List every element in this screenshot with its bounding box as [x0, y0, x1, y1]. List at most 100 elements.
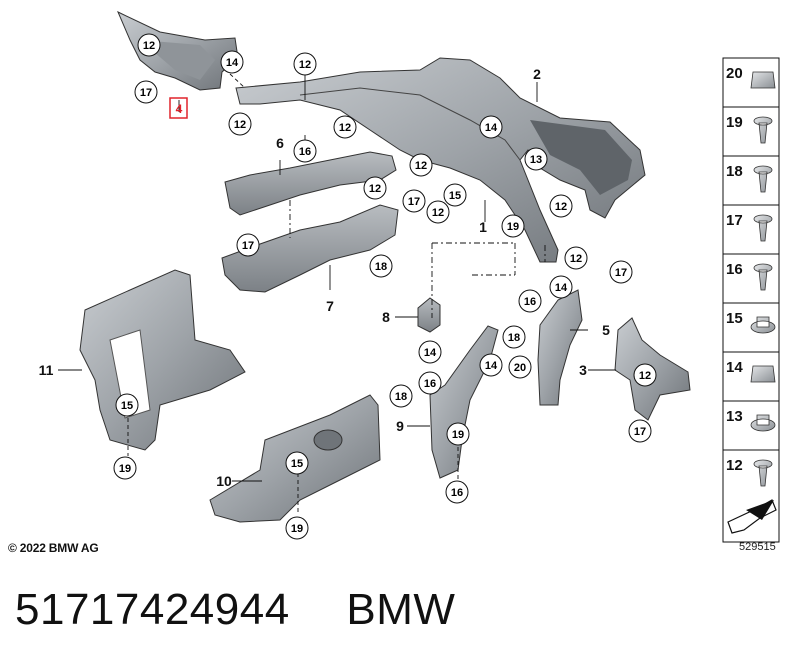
callout-c12g: 12 — [426, 200, 450, 224]
svg-text:18: 18 — [508, 332, 520, 344]
svg-text:4: 4 — [176, 102, 183, 116]
legend-number: 15 — [726, 310, 743, 327]
svg-text:12: 12 — [234, 119, 246, 131]
callout-c19a: 19 — [501, 214, 525, 238]
callout-c19c: 19 — [113, 456, 137, 480]
legend-row-14: 14 — [723, 351, 779, 383]
callout-c15a: 15 — [443, 183, 467, 207]
plug-rivet-icon — [753, 263, 773, 291]
part-label-2: 2 — [533, 66, 541, 82]
callout-c19d: 19 — [285, 516, 309, 540]
callout-c20: 20 — [508, 355, 532, 379]
legend-row-12: 12 — [723, 449, 779, 487]
callout-c17d: 17 — [609, 260, 633, 284]
leader-lines — [58, 73, 616, 512]
legend-row-15: 15 — [723, 302, 779, 334]
callout-c12c: 12 — [228, 112, 252, 136]
legend-row-18: 18 — [723, 155, 779, 193]
callout-c12d: 12 — [333, 115, 357, 139]
svg-text:17: 17 — [140, 87, 152, 99]
push-nut-icon — [750, 316, 776, 334]
part-label-7: 7 — [326, 298, 334, 314]
legend-number: 19 — [726, 114, 743, 131]
svg-text:15: 15 — [449, 190, 461, 202]
part-label-8: 8 — [382, 309, 390, 325]
svg-text:14: 14 — [424, 347, 437, 359]
tree-rivet-icon — [753, 116, 773, 144]
svg-text:17: 17 — [615, 267, 627, 279]
callout-c18b: 18 — [502, 325, 526, 349]
legend-number: 18 — [726, 163, 743, 180]
legend-number: 12 — [726, 457, 743, 474]
part-label-3: 3 — [579, 362, 587, 378]
clip-nut-icon — [750, 71, 776, 89]
legend-row-13: 13 — [723, 400, 779, 432]
svg-text:14: 14 — [226, 57, 239, 69]
part-7-shape — [221, 204, 399, 293]
copyright-text: © 2022 BMW AG — [8, 541, 99, 555]
svg-text:12: 12 — [555, 201, 567, 213]
part-label-10: 10 — [216, 473, 232, 489]
legend-row-20: 20 — [726, 65, 776, 89]
svg-text:15: 15 — [291, 458, 303, 470]
callout-c17e: 17 — [628, 419, 652, 443]
part-4-shape — [117, 10, 239, 91]
sheet-nut-icon — [750, 365, 776, 383]
callout-c13: 13 — [524, 147, 548, 171]
svg-text:14: 14 — [485, 360, 498, 372]
svg-text:19: 19 — [452, 429, 464, 441]
svg-text:16: 16 — [524, 296, 536, 308]
callout-c14d: 14 — [418, 340, 442, 364]
legend-number: 14 — [726, 359, 743, 376]
svg-text:19: 19 — [291, 523, 303, 535]
callout-c19b: 19 — [446, 422, 470, 446]
callout-c14c: 14 — [549, 275, 573, 299]
flange-nut-icon — [750, 414, 776, 432]
part-11-shape — [79, 269, 246, 451]
legend-row-16: 16 — [723, 253, 779, 291]
callout-c14b: 14 — [479, 115, 503, 139]
svg-text:13: 13 — [530, 154, 542, 166]
svg-text:20: 20 — [514, 362, 526, 374]
svg-text:19: 19 — [507, 221, 519, 233]
callout-c17b: 17 — [402, 189, 426, 213]
legend-row-17: 17 — [723, 204, 779, 242]
legend-number: 16 — [726, 261, 743, 278]
callout-c4: 4 — [176, 102, 183, 116]
svg-text:16: 16 — [424, 378, 436, 390]
part-labels: 2 6 1 7 8 5 11 3 9 10 — [39, 66, 611, 489]
callout-c12a: 12 — [137, 33, 161, 57]
svg-text:12: 12 — [339, 122, 351, 134]
svg-text:17: 17 — [408, 196, 420, 208]
svg-text:12: 12 — [415, 160, 427, 172]
svg-text:16: 16 — [451, 487, 463, 499]
expanding-rivet-icon — [753, 214, 773, 242]
legend-number: 20 — [726, 65, 743, 82]
callout-c16a: 16 — [293, 139, 317, 163]
callout-c16b: 16 — [518, 289, 542, 313]
callout-c16d: 16 — [445, 480, 469, 504]
svg-text:12: 12 — [570, 253, 582, 265]
callout-c12e: 12 — [409, 153, 433, 177]
screw-icon — [753, 165, 773, 193]
legend-number: 13 — [726, 408, 743, 425]
callout-c12j: 12 — [633, 363, 657, 387]
part-label-1: 1 — [479, 219, 487, 235]
svg-text:18: 18 — [375, 261, 387, 273]
part-label-11: 11 — [39, 362, 54, 378]
callout-c18c: 18 — [389, 384, 413, 408]
callout-c17c: 17 — [236, 233, 260, 257]
callout-c14e: 14 — [479, 353, 503, 377]
part-label-9: 9 — [396, 418, 404, 434]
svg-text:14: 14 — [485, 122, 498, 134]
legend-panel: 20 19 18 17 16 15 14 13 12 — [722, 57, 780, 543]
callout-c14a: 14 — [220, 50, 244, 74]
callout-c15b: 15 — [115, 393, 139, 417]
svg-text:14: 14 — [555, 282, 568, 294]
callout-c12b: 12 — [293, 52, 317, 76]
svg-text:18: 18 — [395, 391, 407, 403]
brand-name: BMW — [346, 585, 456, 634]
callout-c17a: 17 — [134, 80, 158, 104]
svg-text:12: 12 — [143, 40, 155, 52]
